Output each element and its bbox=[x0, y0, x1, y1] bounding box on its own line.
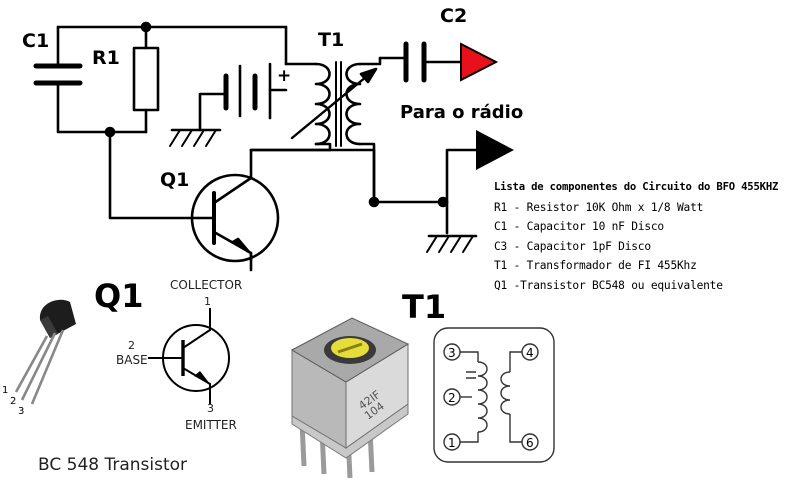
emitter-ground-wire bbox=[372, 200, 449, 235]
t1-pinout-cap bbox=[466, 371, 476, 379]
q1-emitter-arrow bbox=[231, 237, 251, 254]
t1-tuning-arrow bbox=[290, 70, 374, 140]
package-flat-face bbox=[40, 316, 58, 338]
t1-secondary-top bbox=[358, 56, 382, 66]
t1-secondary-bottom bbox=[358, 142, 376, 204]
collector-pin-number: 1 bbox=[204, 295, 211, 308]
battery-minus-wire bbox=[198, 92, 228, 132]
ground-hatch bbox=[169, 129, 217, 147]
t1-primary-bottom bbox=[314, 142, 332, 152]
t1-core-slot bbox=[337, 342, 363, 354]
component-q1: Q1 -Transistor BC548 ou equivalente bbox=[494, 278, 723, 292]
output-arrow bbox=[476, 130, 514, 170]
t1-pinout-frame bbox=[433, 327, 555, 463]
q1-transistor-circle bbox=[190, 173, 280, 263]
t1-pin-4: 4 bbox=[526, 346, 534, 360]
t1-primary-coil bbox=[314, 62, 331, 146]
pinout-emitter-arrow bbox=[194, 371, 210, 384]
schematic bbox=[33, 21, 478, 272]
output-wire bbox=[445, 148, 478, 204]
pinout-emitter-lead bbox=[182, 367, 211, 404]
component-r1: R1 - Resistor 10K Ohm x 1/8 Watt bbox=[494, 200, 704, 214]
component-t1: T1 - Transformador de FI 455Khz bbox=[494, 259, 697, 273]
transformer-big-label: T1 bbox=[402, 288, 446, 326]
t1-pinout-wire bbox=[460, 351, 479, 362]
component-c3: C3 - Capacitor 1pF Disco bbox=[494, 239, 651, 253]
t1-photo: T1 42IF 104 bbox=[290, 288, 446, 479]
t1-pin-6: 6 bbox=[526, 436, 534, 450]
package-pin-2: 2 bbox=[10, 396, 16, 407]
c1-label: C1 bbox=[22, 30, 49, 52]
t1-pin-2: 2 bbox=[448, 391, 456, 405]
t1-label: T1 bbox=[318, 29, 344, 51]
components-list: Lista de componentes do Circuito do BFO … bbox=[494, 178, 786, 296]
base-wire bbox=[108, 130, 200, 220]
t1-pin-3: 3 bbox=[448, 346, 456, 360]
r1-resistor bbox=[132, 46, 160, 112]
pinout-collector-lead bbox=[182, 308, 211, 349]
c2-output-arrow bbox=[460, 42, 499, 82]
t1-pin-1: 1 bbox=[448, 436, 456, 450]
t1-secondary-coil bbox=[345, 62, 362, 146]
c1-wire-bottom bbox=[56, 83, 148, 134]
t1-pinout-primary-coil bbox=[477, 361, 488, 433]
pinout-q1-label: Q1 bbox=[94, 277, 143, 315]
output-label: Para o rádio bbox=[400, 102, 523, 123]
transistor-pinout: Q1 COLLECTOR 1 2 BASE 3 EMITTER BC 548 T… bbox=[38, 277, 242, 475]
bc548-package: 1 2 3 bbox=[2, 299, 76, 417]
t1-pinout-wire bbox=[460, 432, 479, 443]
package-leads bbox=[14, 329, 65, 405]
r1-label: R1 bbox=[92, 47, 120, 69]
base-pin-number: 2 bbox=[128, 339, 135, 352]
emitter-pin-number: 3 bbox=[207, 402, 214, 415]
component-c1: C1 - Capacitor 10 nF Disco bbox=[494, 220, 664, 234]
package-pin-1: 1 bbox=[2, 385, 8, 396]
t1-pinout-wire bbox=[509, 351, 522, 372]
t1-pinout: 3 2 1 4 6 bbox=[433, 327, 555, 463]
t1-pins bbox=[299, 421, 375, 479]
transistor-caption: BC 548 Transistor bbox=[38, 455, 187, 475]
q1-label: Q1 bbox=[160, 169, 189, 191]
collector-label: COLLECTOR bbox=[170, 278, 242, 292]
q1-collector-lead bbox=[212, 148, 253, 205]
components-list-title: Lista de componentes do Circuito do BFO … bbox=[494, 181, 779, 193]
feedback-wire bbox=[249, 148, 376, 204]
t1-pinout-wire bbox=[509, 414, 522, 443]
emitter-label: EMITTER bbox=[185, 418, 237, 432]
t1-tuning-arrowhead bbox=[359, 67, 378, 84]
package-pin-3: 3 bbox=[18, 406, 24, 417]
ground-hatch bbox=[426, 235, 474, 253]
battery-plus-label: + bbox=[277, 66, 291, 86]
base-label: BASE bbox=[116, 353, 148, 367]
c2-label: C2 bbox=[440, 5, 467, 27]
t1-pinout-secondary-coil bbox=[500, 371, 511, 415]
